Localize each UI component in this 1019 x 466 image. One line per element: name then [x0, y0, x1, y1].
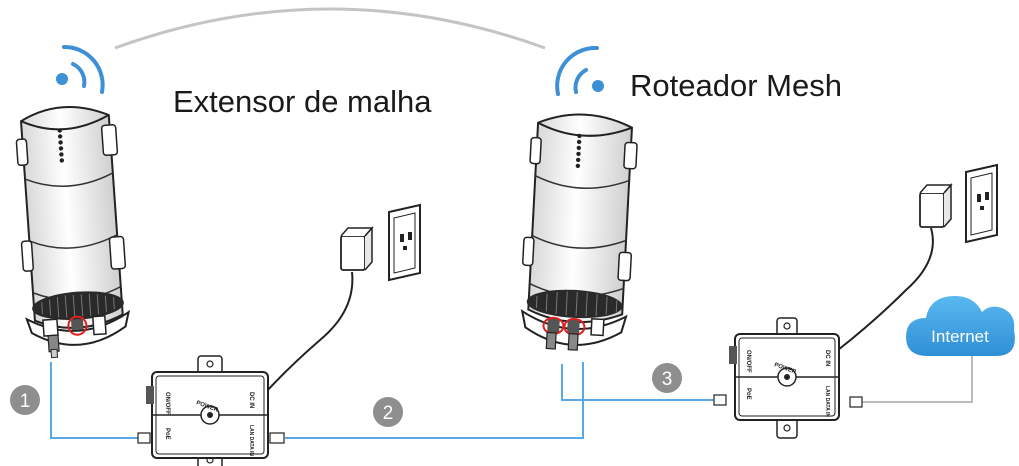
power-cord-left	[265, 271, 354, 393]
power-cord-right	[837, 227, 934, 351]
step-badge-3: 3	[652, 363, 682, 393]
extender-title: Extensor de malha	[173, 84, 432, 119]
cable-2	[285, 362, 584, 439]
power-adapter-left	[340, 226, 374, 271]
dc-in-label-left: DC IN	[248, 392, 254, 408]
svg-text:2: 2	[383, 403, 394, 424]
internet-cable	[862, 352, 973, 403]
svg-text:3: 3	[662, 369, 673, 390]
internet-label: Internet	[931, 327, 989, 346]
cable-3	[561, 364, 718, 401]
lan-data-in-label-right: LAN DATA IN	[824, 386, 830, 417]
wireless-link-arc	[114, 7, 546, 50]
cable-1	[50, 362, 140, 439]
poe-label-right: PoE	[745, 388, 751, 400]
svg-text:1: 1	[20, 391, 31, 412]
internet-cloud-icon: Internet	[906, 296, 1015, 356]
router-title: Roteador Mesh	[630, 68, 842, 103]
step-badge-1: 1	[10, 385, 40, 415]
mesh-router-device	[520, 113, 638, 351]
power-adapter-right	[919, 183, 953, 228]
poe-injector-left: POWER ON/OFF DC IN PoE LAN DATA IN	[146, 355, 269, 466]
wifi-icon-router	[555, 45, 604, 96]
wifi-icon-extender	[56, 44, 105, 94]
step-badge-2: 2	[373, 397, 403, 427]
wall-outlet-left	[388, 203, 421, 282]
poe-label-left: PoE	[164, 428, 170, 440]
on-off-label-right: ON/OFF	[745, 350, 751, 373]
lan-data-in-label-left: LAN DATA IN	[248, 425, 254, 456]
poe-injector-right: POWER ON/OFF DC IN PoE LAN DATA IN	[729, 317, 840, 439]
dc-in-label-right: DC IN	[824, 350, 830, 366]
wall-outlet-right	[965, 163, 998, 244]
on-off-label-left: ON/OFF	[164, 392, 170, 415]
mesh-extender-device	[15, 106, 131, 359]
